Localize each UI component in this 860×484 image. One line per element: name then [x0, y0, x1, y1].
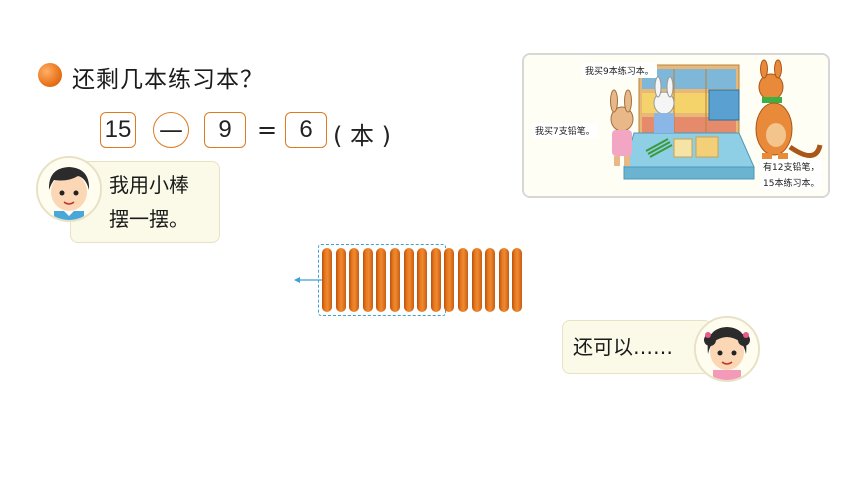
stick — [485, 248, 496, 312]
caption-right-2: 15本练习本。 — [760, 175, 823, 190]
stick — [471, 248, 482, 312]
stick — [322, 248, 332, 312]
girl-speech-bubble: 还可以…… — [562, 320, 712, 374]
stick — [403, 248, 414, 312]
stick — [362, 248, 373, 312]
minus-sign: — — [153, 112, 189, 148]
boy-speech-line1: 我用小棒 — [109, 173, 189, 197]
unit-label: ( 本 ) — [333, 122, 391, 150]
stick — [458, 248, 468, 312]
bullet-icon — [38, 63, 62, 87]
boy-avatar — [36, 156, 102, 222]
stick — [390, 248, 400, 312]
question-text: 还剩几本练习本？ — [72, 67, 264, 93]
subtrahend-box: 9 — [204, 112, 246, 148]
stick — [444, 248, 455, 312]
girl-avatar — [694, 316, 760, 382]
boy-speech-line2: 摆一摆。 — [109, 207, 189, 231]
caption-right-1: 有12支铅笔， — [760, 159, 823, 174]
stick — [512, 248, 523, 312]
caption-left: 我买7支铅笔。 — [532, 123, 598, 138]
stick — [335, 248, 346, 312]
stick — [498, 248, 509, 312]
story-illustration: 我买9本练习本。 我买7支铅笔。 有12支铅笔， 15本练习本。 — [522, 53, 830, 198]
stick — [417, 248, 428, 312]
stick — [349, 248, 360, 312]
stick — [430, 248, 441, 312]
equals-sign: = — [257, 116, 278, 144]
minuend-box: 15 — [100, 112, 136, 148]
stick — [376, 248, 387, 312]
caption-top: 我买9本练习本。 — [582, 63, 657, 78]
girl-speech-text: 还可以…… — [573, 335, 673, 359]
result-box: 6 — [285, 112, 327, 148]
